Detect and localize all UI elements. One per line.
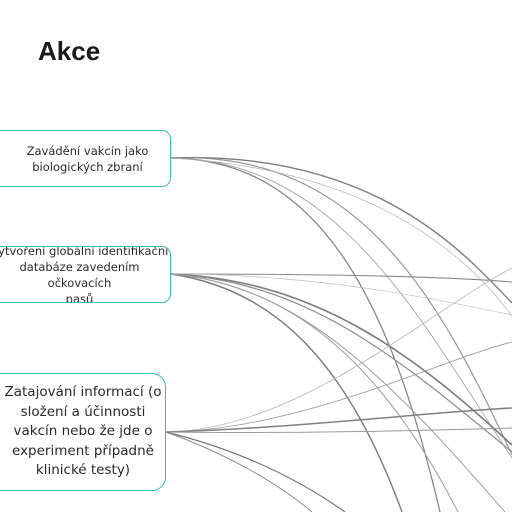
link-line	[170, 273, 512, 283]
node-label: Vytvoření globální identifikační databáz…	[0, 246, 169, 303]
action-node-information-concealment[interactable]: Zatajování informací (o složení a účinno…	[0, 373, 166, 491]
link-line	[170, 157, 512, 317]
section-title: Akce	[38, 36, 101, 66]
link-line	[170, 156, 512, 304]
link-line	[170, 273, 506, 512]
action-node-biological-weapons[interactable]: Zavádění vakcín jako biologických zbraní	[0, 130, 171, 187]
link-line	[165, 341, 512, 433]
link-line	[170, 157, 512, 456]
node-label: Zatajování informací (o složení a účinno…	[4, 384, 162, 479]
node-label: Zavádění vakcín jako biologických zbraní	[26, 143, 149, 174]
link-line	[170, 273, 459, 512]
link-line	[170, 157, 441, 512]
link-line	[170, 273, 512, 453]
link-line	[165, 431, 313, 512]
action-node-vaccination-passports[interactable]: Vytvoření globální identifikační databáz…	[0, 246, 171, 303]
link-line	[165, 407, 512, 433]
link-line	[170, 157, 512, 459]
link-line	[165, 427, 512, 434]
link-line	[170, 273, 403, 512]
link-line	[170, 273, 512, 446]
link-line	[165, 431, 346, 512]
link-line	[165, 267, 512, 433]
link-line	[170, 273, 512, 316]
